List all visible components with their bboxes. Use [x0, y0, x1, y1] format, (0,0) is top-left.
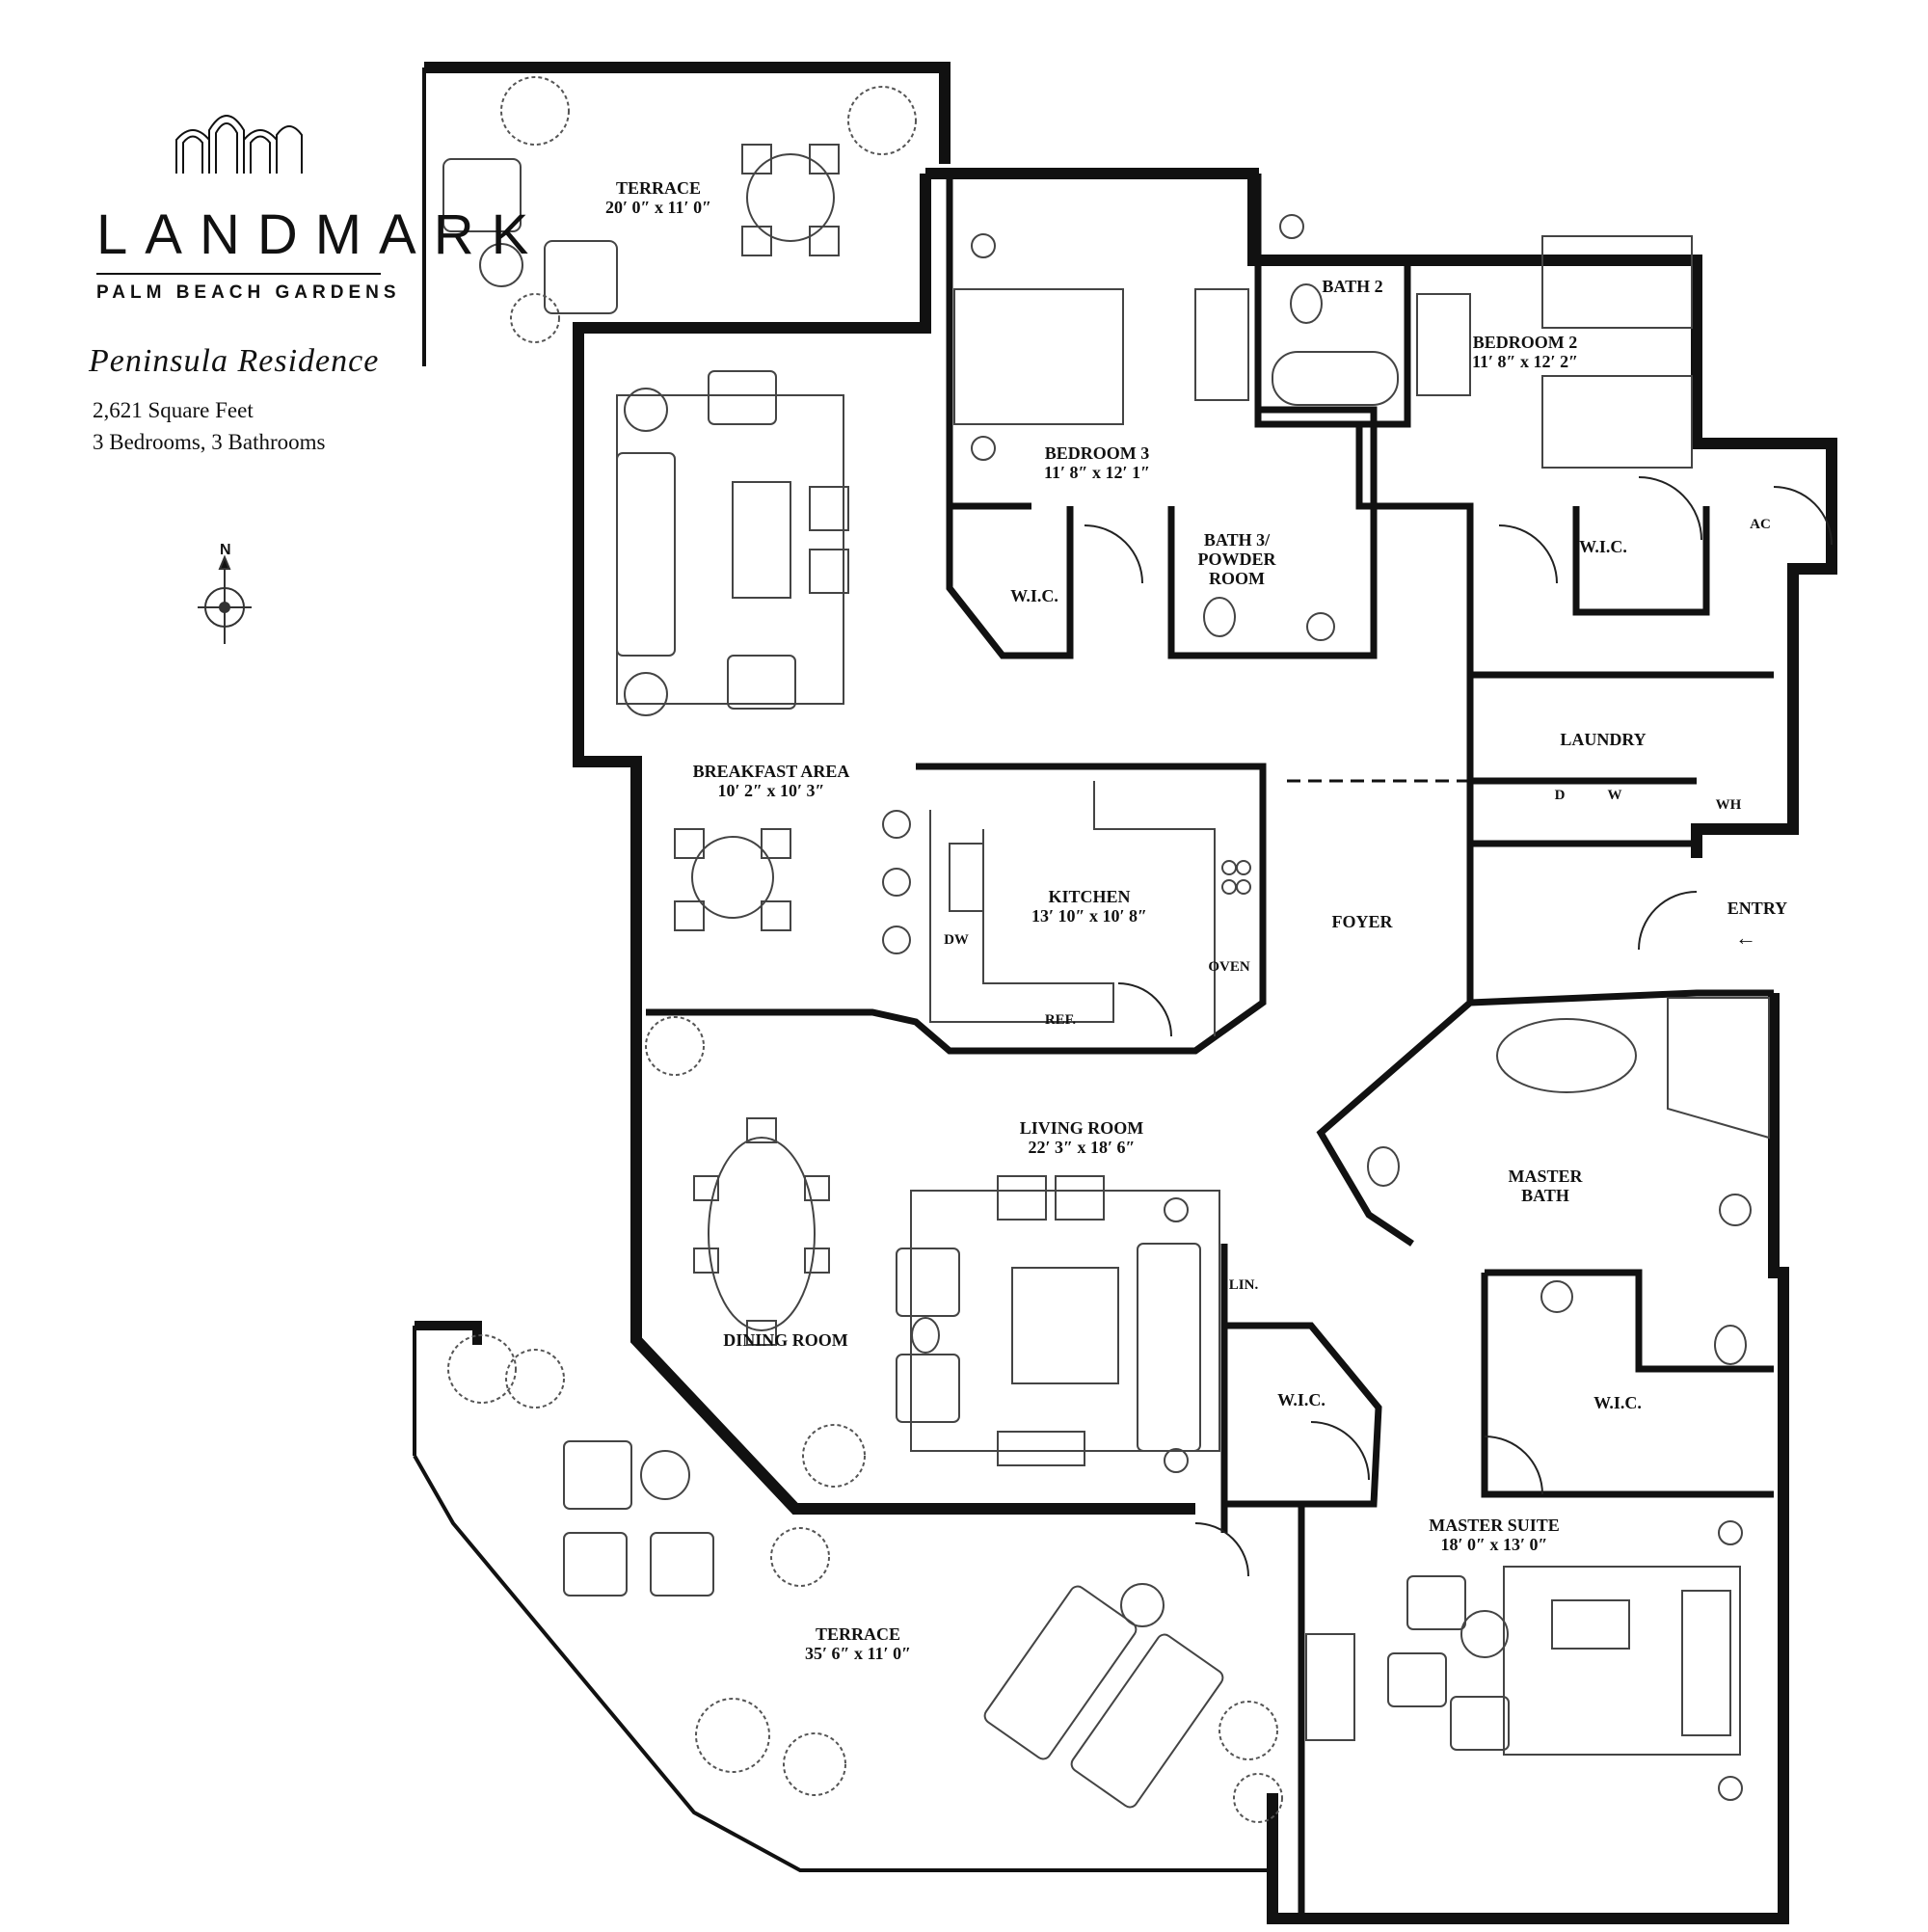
compass-north-label: N: [220, 542, 231, 558]
refrigerator-label: REF.: [1044, 1012, 1077, 1028]
dishwasher-label: DW: [944, 932, 969, 948]
residence-name: Peninsula Residence: [89, 343, 380, 379]
wic-hall-label: W.I.C.: [1277, 1390, 1326, 1409]
interior-walls: [646, 174, 1774, 1919]
entry-label: ENTRY: [1727, 899, 1788, 918]
oven-label: OVEN: [1208, 959, 1250, 975]
ac-label: AC: [1750, 517, 1771, 532]
foyer-label: FOYER: [1331, 912, 1393, 931]
dining-room-label: DINING ROOM: [723, 1330, 848, 1350]
wic-bedroom2-label: W.I.C.: [1579, 537, 1627, 556]
furniture-sketch: [442, 144, 1770, 1809]
bath2-label: BATH 2: [1322, 277, 1383, 296]
brand-divider: [96, 273, 381, 275]
compass-icon: [198, 554, 252, 644]
brand-subtitle: PALM BEACH GARDENS: [96, 282, 401, 303]
linen-label: LIN.: [1228, 1277, 1259, 1293]
laundry-label: LAUNDRY: [1560, 730, 1647, 749]
exterior-walls: [413, 62, 1837, 1924]
dryer-label: D: [1554, 788, 1566, 803]
room-count: 3 Bedrooms, 3 Bathrooms: [93, 430, 326, 454]
entry-arrow-icon: ←: [1735, 926, 1756, 950]
plant-icons: [447, 76, 1283, 1823]
washer-label: W: [1607, 788, 1622, 803]
wic-bedroom3-label: W.I.C.: [1010, 586, 1058, 605]
square-feet: 2,621 Square Feet: [93, 398, 254, 422]
landmark-logo-icon: [175, 115, 303, 174]
water-heater-label: WH: [1715, 797, 1742, 813]
brand-name: LANDMARK: [96, 203, 547, 266]
wic-master-label: W.I.C.: [1593, 1393, 1642, 1412]
door-swings: [1084, 476, 1833, 1577]
